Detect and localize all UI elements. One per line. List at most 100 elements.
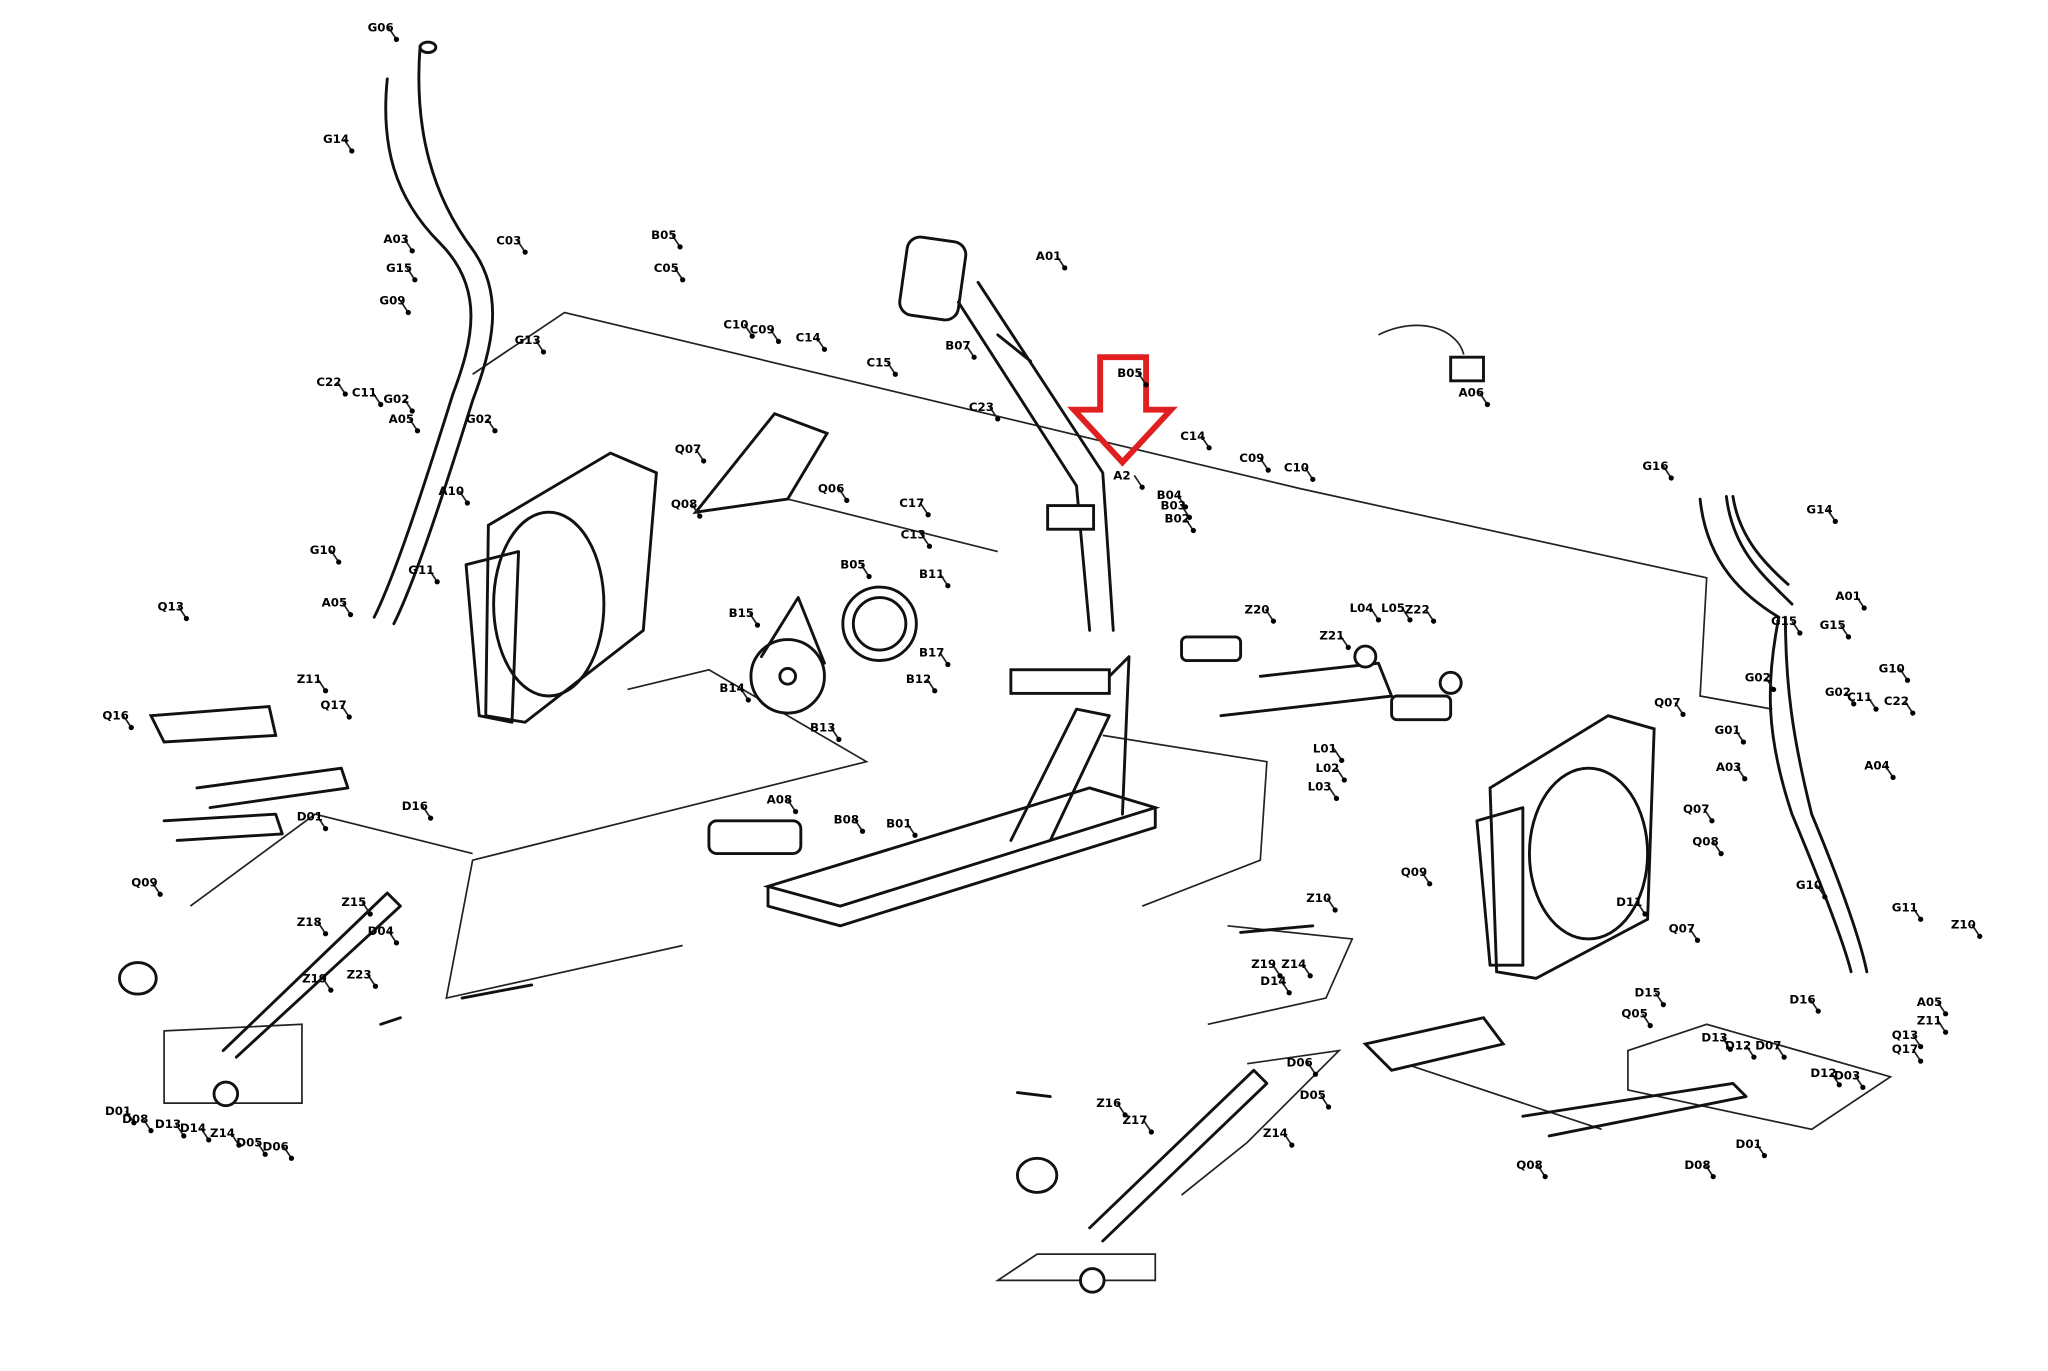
leader-dot bbox=[492, 428, 498, 434]
leader-dot bbox=[346, 714, 352, 720]
leader-dot bbox=[322, 688, 329, 694]
leader-dot bbox=[1307, 973, 1313, 979]
leader-dot bbox=[1642, 911, 1648, 917]
leader-dot bbox=[1143, 382, 1149, 388]
leader-dot bbox=[347, 611, 354, 618]
leader-dot bbox=[1484, 401, 1491, 408]
leader-dot bbox=[844, 497, 850, 503]
part-label: C05 bbox=[654, 261, 679, 275]
leader-dot bbox=[1904, 677, 1911, 683]
leader-dot bbox=[749, 333, 755, 339]
leader-dot bbox=[1542, 1174, 1548, 1180]
leader-dot bbox=[1770, 686, 1777, 693]
part-label: G10 bbox=[310, 543, 336, 557]
leader-dot bbox=[745, 697, 751, 703]
leader-dot bbox=[1325, 1104, 1332, 1110]
leader-dot bbox=[522, 249, 528, 255]
part-label: G13 bbox=[515, 333, 541, 347]
part-label: D12 bbox=[1810, 1066, 1836, 1080]
leader-dot bbox=[1427, 881, 1433, 887]
left-pedal-assembly bbox=[118, 704, 534, 1108]
leader-dot bbox=[409, 408, 415, 414]
leader-dot bbox=[1332, 907, 1338, 913]
leader-dot bbox=[1873, 706, 1879, 712]
leader-dot bbox=[412, 277, 418, 283]
leader-dot bbox=[1341, 777, 1347, 783]
leader-dot bbox=[697, 513, 703, 519]
part-label: C22 bbox=[1884, 694, 1909, 708]
part-label: G02 bbox=[1745, 671, 1771, 685]
part-label: D03 bbox=[1834, 1068, 1860, 1082]
part-label: C10 bbox=[1284, 460, 1309, 474]
part-label: A06 bbox=[1459, 386, 1485, 400]
leader-dot bbox=[1430, 618, 1437, 624]
part-label: Z10 bbox=[1951, 917, 1976, 931]
part-label: Q07 bbox=[1683, 802, 1709, 816]
leader-dot bbox=[1680, 711, 1686, 718]
leader-dot bbox=[393, 940, 400, 946]
part-label: A05 bbox=[322, 596, 348, 610]
leader-dot bbox=[1718, 850, 1724, 857]
left-side-cover bbox=[464, 451, 658, 724]
power-adapter bbox=[1378, 324, 1485, 383]
leader-dot bbox=[1062, 265, 1068, 271]
upper-shroud bbox=[692, 411, 830, 515]
part-label: C09 bbox=[1239, 451, 1264, 465]
leader-dot bbox=[701, 458, 707, 464]
leader-dot bbox=[1660, 1001, 1666, 1008]
leader-dot bbox=[1918, 1044, 1924, 1050]
leader-dot bbox=[945, 583, 951, 589]
leader-dot bbox=[775, 338, 782, 345]
part-label: Z19 bbox=[302, 971, 327, 985]
part-label: G15 bbox=[386, 261, 412, 275]
leader-dot bbox=[322, 931, 329, 937]
leader-dot bbox=[1206, 445, 1212, 451]
part-label: D11 bbox=[1616, 895, 1642, 909]
leader-dot bbox=[328, 987, 334, 993]
leader-dot bbox=[1836, 1082, 1842, 1088]
leader-dot bbox=[157, 891, 163, 897]
part-label: B14 bbox=[719, 681, 744, 695]
leader-dot bbox=[1918, 916, 1924, 922]
part-label: L05 bbox=[1381, 601, 1405, 615]
leader-dot bbox=[1851, 701, 1857, 707]
left-handlebar bbox=[372, 40, 495, 626]
part-label: B07 bbox=[945, 338, 970, 352]
part-label: D13 bbox=[1701, 1030, 1727, 1044]
part-label: D12 bbox=[1725, 1038, 1751, 1052]
leader-dot bbox=[349, 148, 355, 154]
part-label: C14 bbox=[796, 330, 821, 344]
part-label: D05 bbox=[236, 1135, 262, 1149]
part-label: B17 bbox=[919, 646, 944, 660]
leader-dot bbox=[912, 832, 918, 838]
part-label: G09 bbox=[379, 294, 405, 308]
leader-dot bbox=[1333, 795, 1340, 802]
leader-dot bbox=[1845, 634, 1852, 640]
leader-dot bbox=[372, 983, 379, 989]
leader-dot bbox=[866, 573, 872, 580]
leader-dot bbox=[464, 500, 470, 506]
part-label: G14 bbox=[1806, 502, 1832, 516]
leader-dot bbox=[181, 1133, 187, 1139]
part-label: Z11 bbox=[297, 672, 322, 686]
leader-dot bbox=[1339, 757, 1345, 763]
part-label: C09 bbox=[750, 323, 775, 337]
leader-dot bbox=[836, 736, 842, 742]
leader-dot bbox=[1710, 1174, 1716, 1180]
leader-dot bbox=[792, 808, 799, 815]
part-label: G11 bbox=[1892, 900, 1918, 914]
part-label: Z17 bbox=[1122, 1113, 1147, 1127]
leader-dot bbox=[932, 688, 938, 694]
part-label: B02 bbox=[1164, 512, 1189, 526]
right-handlebar bbox=[1698, 494, 1869, 974]
part-label: A04 bbox=[1864, 759, 1890, 773]
console-mast bbox=[898, 235, 1115, 632]
part-label: G10 bbox=[1879, 661, 1905, 675]
part-label: A08 bbox=[767, 793, 793, 807]
part-label: Q07 bbox=[675, 442, 701, 456]
leader-dot bbox=[236, 1142, 242, 1148]
leader-dot bbox=[427, 815, 434, 821]
leader-dot bbox=[1942, 1011, 1949, 1017]
leader-dot bbox=[995, 416, 1001, 422]
part-label: Q08 bbox=[671, 497, 697, 511]
